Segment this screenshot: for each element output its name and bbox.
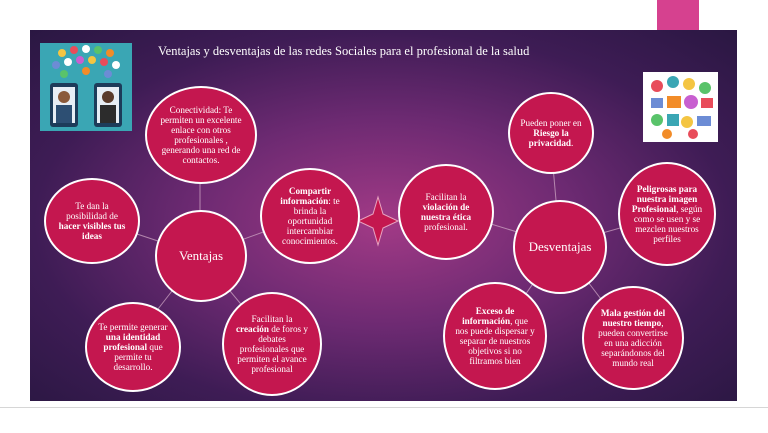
social-icons-graphic	[50, 45, 122, 127]
node-foros: Facilitan la creación de foros y debates…	[222, 292, 322, 396]
star-shape	[356, 195, 400, 247]
node-compartir-text: Compartir información: te brinda la opor…	[280, 185, 340, 247]
social-media-icons-image	[643, 72, 718, 142]
node-mala-gestion: Mala gestión del nuestro tiempo, pueden …	[582, 286, 684, 390]
node-imagen-text: Peligrosas para nuestra imagen Profesion…	[631, 183, 703, 245]
ventajas-hub-label: Ventajas	[178, 247, 224, 263]
node-conectividad-text: Conectividad: Te permiten un excelente e…	[160, 104, 242, 166]
node-visibles: Te dan la posibilidad de hacer visibles …	[44, 178, 140, 264]
node-identidad: Te permite generar una identidad profesi…	[85, 302, 181, 392]
node-exceso-text: Exceso de información, que nos puede dis…	[455, 305, 535, 367]
bottom-divider	[0, 407, 768, 408]
node-violacion: Facilitan la violación de nuestra ética …	[398, 164, 494, 260]
slide-title: Ventajas y desventajas de las redes Soci…	[158, 44, 530, 58]
node-compartir: Compartir información: te brinda la opor…	[260, 168, 360, 264]
node-identidad-text: Te permite generar una identidad profesi…	[98, 321, 168, 373]
node-imagen: Peligrosas para nuestra imagen Profesion…	[618, 162, 716, 266]
icons-cluster-graphic	[651, 76, 713, 139]
node-conectividad: Conectividad: Te permiten un excelente e…	[145, 86, 257, 184]
node-mala-gestion-text: Mala gestión del nuestro tiempo, pueden …	[598, 307, 668, 369]
node-exceso: Exceso de información, que nos puede dis…	[443, 282, 547, 390]
node-foros-text: Facilitan la creación de foros y debates…	[235, 313, 309, 375]
social-people-image	[40, 43, 132, 131]
node-privacidad: Pueden poner en Riesgo la privacidad.	[508, 92, 594, 174]
desventajas-hub: Desventajas	[513, 200, 607, 294]
node-privacidad-text: Pueden poner en Riesgo la privacidad.	[520, 117, 582, 149]
desventajas-hub-label: Desventajas	[528, 238, 592, 254]
node-violacion-text: Facilitan la violación de nuestra ética …	[420, 191, 472, 233]
node-visibles-text: Te dan la posibilidad de hacer visibles …	[58, 200, 126, 242]
ventajas-hub: Ventajas	[155, 210, 247, 302]
